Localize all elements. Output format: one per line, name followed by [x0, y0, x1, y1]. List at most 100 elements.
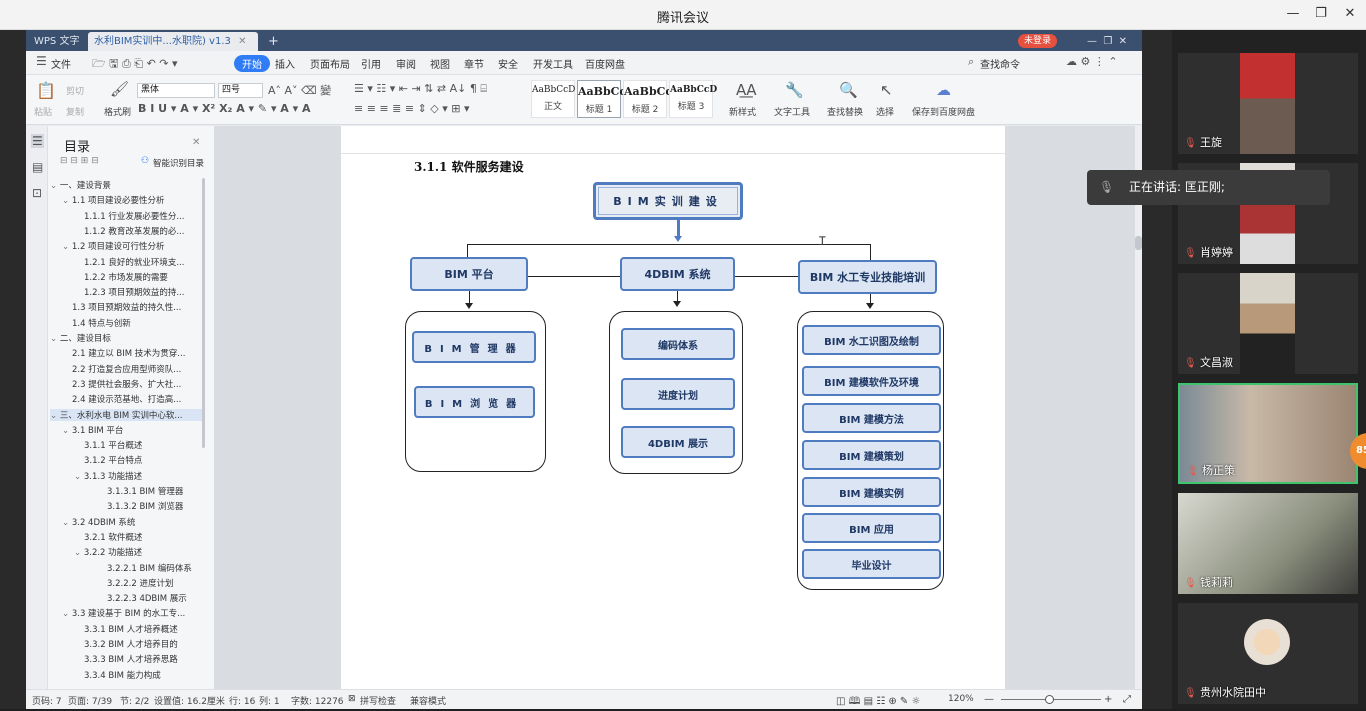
toc-item[interactable]: 2.4 建设示范基地、打造高... [72, 393, 202, 405]
expand-arrow-icon[interactable]: ⌄ [62, 425, 72, 436]
toc-item[interactable]: 1.1.2 教育改革发展的必... [84, 225, 202, 237]
expand-arrow-icon[interactable]: ⌄ [74, 471, 84, 482]
toc-item[interactable]: ⌄ 3.3 建设基于 BIM 的水工专... [62, 607, 202, 619]
find-replace-button[interactable]: 查找替换 [827, 108, 864, 118]
zoom-in-icon[interactable]: + [1104, 694, 1113, 705]
search-icon[interactable]: ⌕ [968, 55, 975, 68]
expand-arrow-icon[interactable]: ⌄ [62, 242, 72, 253]
toc-item[interactable]: ⌄ 3.1.3 功能描述 [74, 470, 202, 482]
format-painter-button[interactable]: 格式刷 [104, 108, 132, 118]
menu-dev-tools[interactable]: 开发工具 [533, 60, 573, 71]
menu-page-layout[interactable]: 页面布局 [310, 60, 350, 71]
wps-window-controls[interactable]: — ❐ ✕ [1087, 36, 1128, 47]
toc-item[interactable]: ⌄ 三、水利水电 BIM 实训中心软... [50, 408, 202, 421]
paste-button[interactable]: 粘贴 [34, 108, 53, 118]
participant-tile-active[interactable]: 🎙 杨正策 [1178, 383, 1358, 484]
smart-toc-button[interactable]: 智能识别目录 [153, 159, 205, 169]
tab-wps-home[interactable]: WPS 文字 [34, 36, 80, 47]
toc-item[interactable]: 3.1.3.1 BIM 管理器 [107, 485, 202, 497]
toc-item[interactable]: 3.3.3 BIM 人才培养思路 [84, 653, 202, 665]
find-replace-icon[interactable]: 🔍 [839, 81, 858, 99]
toolbar-right-icons[interactable]: ☁ ⚙ ⋮ ⌃ [1066, 55, 1118, 68]
toc-item[interactable]: 3.3.2 BIM 人才培养目的 [84, 638, 202, 650]
text-tools-button[interactable]: 文字工具 [774, 108, 811, 118]
menu-baidu-disk[interactable]: 百度网盘 [585, 60, 625, 71]
expand-arrow-icon[interactable]: ⌄ [62, 609, 72, 620]
copy-button[interactable]: 复制 [66, 108, 85, 118]
format-painter-icon[interactable]: 🖌 [110, 80, 130, 98]
toc-item[interactable]: ⌄ 3.2.2 功能描述 [74, 546, 202, 558]
menu-file[interactable]: 文件 [51, 60, 71, 71]
fit-page-icon[interactable]: ⤢ [1123, 694, 1131, 705]
participant-tile[interactable]: 🎙 文昌淑 [1178, 273, 1358, 374]
search-command[interactable]: 查找命令 [980, 60, 1020, 71]
toc-item[interactable]: 1.2.3 项目预期效益的持... [84, 286, 202, 298]
view-mode-icons[interactable]: ◫ 🕮 ▤ ☷ ⊕ ✎ ☼ [836, 696, 921, 707]
maximize-button[interactable]: ❐ [1315, 6, 1327, 21]
list-icons[interactable]: ☰ ▾ ☷ ▾ ⇤ ⇥ ⇅ ⇄ A↓ ¶ ⌸ [354, 82, 487, 95]
menu-view[interactable]: 视图 [430, 60, 450, 71]
cut-button[interactable]: 剪切 [66, 87, 85, 97]
toc-item[interactable]: ⌄ 一、建设背景 [50, 179, 202, 191]
toc-item[interactable]: ⌄ 3.1 BIM 平台 [62, 424, 202, 436]
menu-security[interactable]: 安全 [498, 60, 518, 71]
text-format-icons[interactable]: B I U ▾ A ▾ X² X₂ A ▾ ✎ ▾ A ▾ A [138, 102, 311, 115]
paste-icon[interactable]: 📋 [36, 81, 56, 100]
zoom-out-icon[interactable]: — [984, 694, 994, 705]
scroll-thumb[interactable] [1135, 236, 1142, 250]
save-baidu-button[interactable]: 保存到百度网盘 [912, 108, 976, 118]
zoom-slider-thumb[interactable] [1045, 695, 1054, 704]
toc-item[interactable]: 1.2.2 市场发展的需要 [84, 271, 202, 283]
menu-start[interactable]: 开始 [234, 55, 270, 72]
text-tools-icon[interactable]: 🔧 [785, 81, 804, 99]
tab-close-icon[interactable]: ✕ [238, 36, 247, 47]
minimize-button[interactable]: — [1286, 6, 1300, 21]
notification-badge[interactable]: 85 [1350, 433, 1366, 469]
toc-item[interactable]: 3.1.1 平台概述 [84, 439, 202, 451]
new-style-icon[interactable]: A͟A [736, 81, 757, 99]
toc-item[interactable]: ⌄ 二、建设目标 [50, 332, 202, 344]
smart-toc-icon[interactable]: ⚇ [141, 156, 150, 166]
toc-tab-icon[interactable]: ☰ [31, 134, 44, 148]
participant-tile[interactable]: 🎙 钱莉莉 [1178, 493, 1358, 594]
toc-item[interactable]: 3.1.2 平台特点 [84, 454, 202, 466]
zoom-level[interactable]: 120% [948, 694, 974, 704]
document-scrollbar[interactable] [1135, 126, 1142, 689]
toc-item[interactable]: ⌄ 3.2 4DBIM 系统 [62, 516, 202, 528]
status-spellcheck[interactable]: 拼写检查 [360, 697, 397, 707]
toc-item[interactable]: 3.2.2.1 BIM 编码体系 [107, 562, 202, 574]
page-tab-icon[interactable]: ▤ [32, 160, 44, 174]
expand-arrow-icon[interactable]: ⌄ [50, 181, 60, 191]
toc-item[interactable]: ⌄ 1.2 项目建设可行性分析 [62, 240, 202, 252]
new-style-button[interactable]: 新样式 [729, 108, 757, 118]
toc-item[interactable]: ⌄ 1.1 项目建设必要性分析 [62, 194, 202, 206]
toc-item[interactable]: 3.2.2.3 4DBIM 展示 [107, 592, 202, 604]
menu-chapter[interactable]: 章节 [464, 60, 484, 71]
toc-item[interactable]: 3.3.4 BIM 能力构成 [84, 669, 202, 681]
toc-item[interactable]: 1.3 项目预期效益的持久性... [72, 301, 202, 313]
toc-item[interactable]: 3.1.3.2 BIM 浏览器 [107, 500, 202, 512]
toc-scrollbar[interactable] [202, 178, 205, 448]
toc-item[interactable]: 2.2 打造复合应用型师资队... [72, 363, 202, 375]
font-grow-shrink-icons[interactable]: A˄ A˅ ⌫ 變 [268, 84, 332, 97]
close-icon[interactable]: ✕ [192, 137, 201, 148]
toc-item[interactable]: 2.3 提供社会服务、扩大社... [72, 378, 202, 390]
align-icons[interactable]: ≡ ≡ ≡ ≣ ≡ ⇕ ◇ ▾ ⊞ ▾ [354, 102, 470, 115]
participant-tile[interactable]: 🎙 贵州水院田中 [1178, 603, 1358, 704]
toc-level-icons[interactable]: ⊟ ⊟ ⊞ ⊟ [60, 156, 99, 166]
font-size-select[interactable]: 四号 [218, 83, 263, 98]
close-button[interactable]: ✕ [1344, 6, 1356, 21]
menu-review[interactable]: 审阅 [396, 60, 416, 71]
menu-insert[interactable]: 插入 [275, 60, 295, 71]
toc-item[interactable]: 3.3.1 BIM 人才培养概述 [84, 623, 202, 635]
expand-arrow-icon[interactable]: ⌄ [50, 334, 60, 344]
expand-arrow-icon[interactable]: ⌄ [62, 517, 72, 528]
baidu-cloud-icon[interactable]: ☁ [936, 81, 951, 99]
new-tab-button[interactable]: + [268, 34, 279, 49]
expand-arrow-icon[interactable]: ⌄ [62, 196, 72, 207]
toc-item[interactable]: 3.2.2.2 进度计划 [107, 577, 202, 589]
toc-item[interactable]: 1.1.1 行业发展必要性分... [84, 210, 202, 222]
